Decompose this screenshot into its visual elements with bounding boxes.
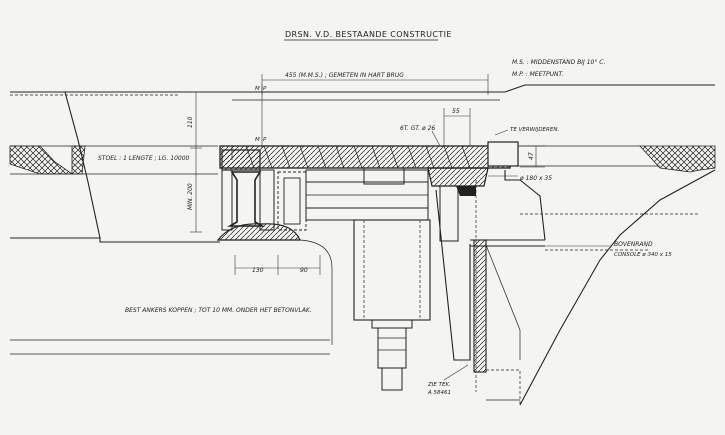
plate-label: ø 180 x 35 <box>519 175 552 182</box>
svg-text:47: 47 <box>528 152 535 160</box>
deck-plate <box>219 145 511 169</box>
svg-text:M: M <box>255 86 260 92</box>
mp-marker-bottom: M P <box>255 137 267 143</box>
dim-55-group: 55 <box>443 108 471 146</box>
svg-text:A 58461: A 58461 <box>427 390 451 396</box>
svg-text:M: M <box>255 137 260 143</box>
left-abutment <box>10 91 333 355</box>
bovenrand-annotation: BOVENRAND CONSOLE ø 340 x 15 <box>545 241 672 258</box>
dim-110: 110 <box>187 116 194 128</box>
svg-text:BOVENRAND: BOVENRAND <box>614 241 653 248</box>
anchors-note: BEST ANKERS KOPPEN ; TOT 10 MM. ONDER HE… <box>125 307 312 314</box>
right-bearing <box>427 167 545 405</box>
stoel-label: STOEL : 1 LENGTE ; LG. 10000 <box>98 155 190 162</box>
drawing-title: DRSN. V.D. BESTAANDE CONSTRUCTIE <box>285 30 452 39</box>
legend-mp: M.P. : MEETPUNT. <box>512 71 564 78</box>
right-plate <box>487 141 519 167</box>
svg-text:90: 90 <box>300 267 308 274</box>
ref-annotation: ZIE TEK. A 58461 <box>427 364 469 396</box>
central-girder <box>305 167 431 391</box>
right-abutment <box>485 145 716 406</box>
dim-200: MIN. 200 <box>187 183 194 210</box>
widen-label: TE VERWIJDEREN. <box>510 127 559 133</box>
bottom-dimensions: 130 90 <box>234 255 321 275</box>
svg-text:ZIE TEK.: ZIE TEK. <box>427 382 451 388</box>
vertical-dimensions: 110 MIN. 200 <box>187 91 202 233</box>
dim-47-group: 47 <box>520 145 545 168</box>
bolts-label: 6T. GT. ø 26 <box>400 125 435 132</box>
left-bearing <box>216 149 307 241</box>
svg-text:130: 130 <box>252 267 264 274</box>
svg-text:P: P <box>263 137 267 143</box>
svg-text:55: 55 <box>452 108 460 115</box>
deck-top <box>10 84 715 101</box>
left-pavement-hatch <box>9 145 86 175</box>
svg-text:P: P <box>263 86 267 92</box>
mp-marker-top: M P <box>255 84 267 148</box>
legend-ms: M.S. : MIDDENSTAND BIJ 10° C. <box>512 59 605 66</box>
svg-text:CONSOLE ø 340 x 15: CONSOLE ø 340 x 15 <box>614 252 672 258</box>
span-label: 455 (M.M.S.) ; GEMETEN IN HART BRUG <box>285 72 404 79</box>
